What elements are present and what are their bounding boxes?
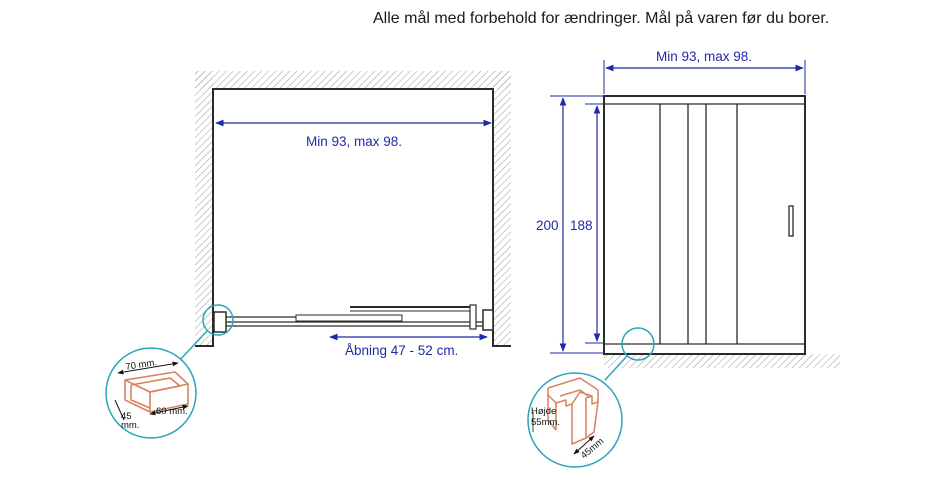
disclaimer-note: Alle mål med forbehold for ændringer. Må… xyxy=(373,10,830,27)
plan-detail-leader xyxy=(177,330,208,363)
plan-door-tracks xyxy=(213,304,494,333)
front-inner-height-label: 188 xyxy=(570,218,593,233)
profile-right-height-label-1: Højde xyxy=(531,406,556,417)
profile-left-depth-label: 60 mm. xyxy=(156,406,188,417)
plan-width-label: Min 93, max 98. xyxy=(306,134,402,149)
profile-left-height-label-1: 45 xyxy=(121,411,132,422)
front-door-handle xyxy=(788,205,794,237)
front-detail-leader xyxy=(604,355,628,381)
front-detail-marker xyxy=(621,327,655,361)
front-total-height-label: 200 xyxy=(536,218,559,233)
profile-left-length-label: 70 mm. xyxy=(125,357,158,373)
profile-detail-right: Højde 55mm. 45mm xyxy=(527,372,623,468)
profile-right-height-label-2: 55mm. xyxy=(531,417,560,428)
front-view: Min 93, max 98. 200 188 xyxy=(535,49,840,381)
plan-view: Min 93, max 98. Åbning 47 - 52 cm. xyxy=(177,71,511,363)
profile-left-height-label-2: mm. xyxy=(121,420,139,431)
front-width-label: Min 93, max 98. xyxy=(656,49,752,64)
plan-detail-marker xyxy=(202,304,234,336)
plan-walls xyxy=(195,71,511,347)
plan-opening-label: Åbning 47 - 52 cm. xyxy=(345,343,458,358)
profile-detail-left: 70 mm. 45 mm. 60 mm. xyxy=(105,347,197,439)
front-door-frame xyxy=(603,95,806,355)
